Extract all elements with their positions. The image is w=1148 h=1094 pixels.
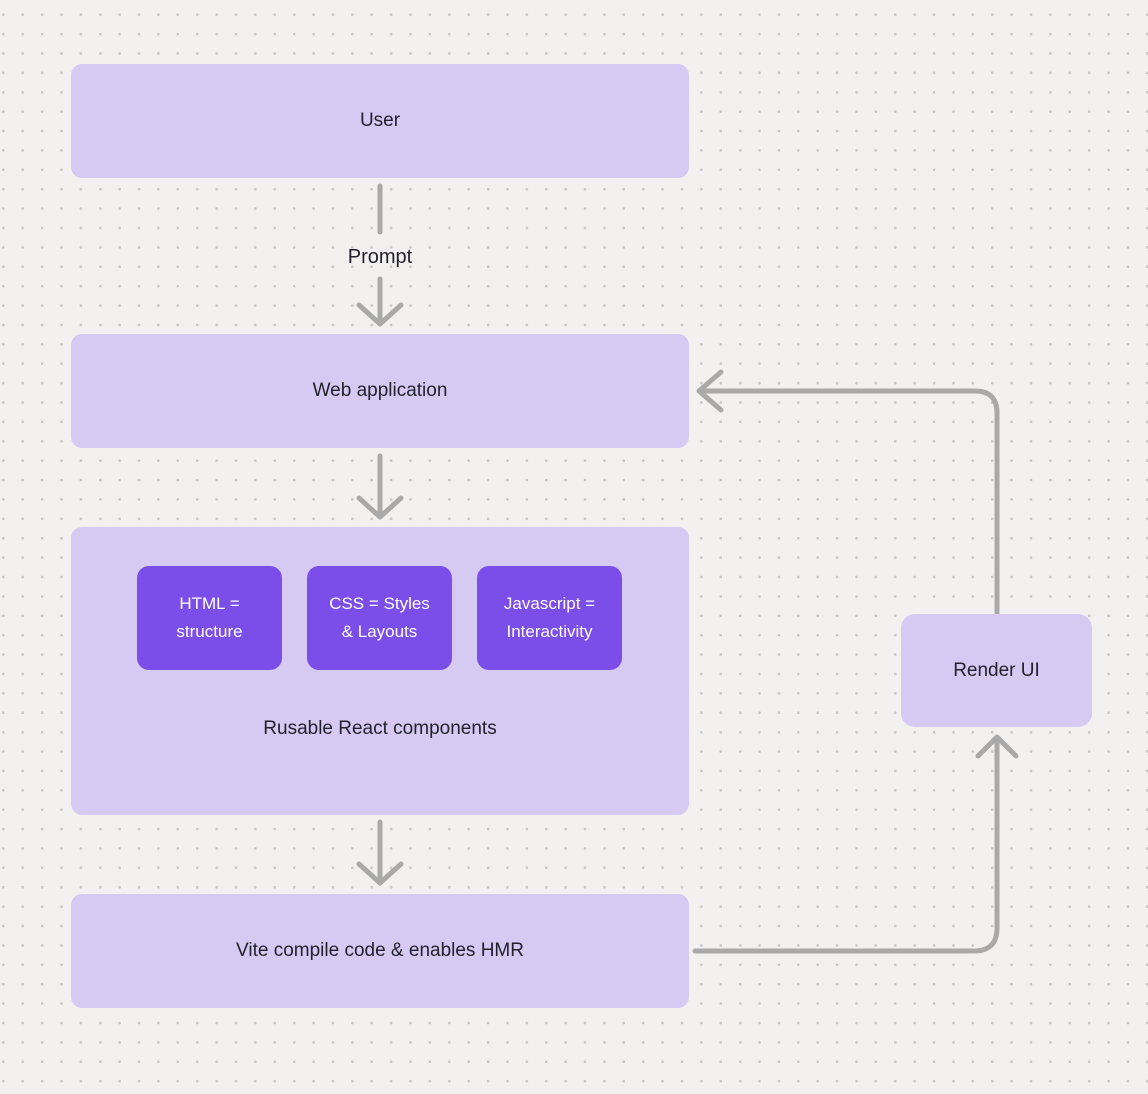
arrowhead-down-vite [356,861,404,886]
node-user-label: User [359,110,401,131]
node-user[interactable]: User [71,64,689,178]
card-html[interactable]: HTML = structure [137,566,282,670]
card-css-label: CSS = Styles & Layouts [329,594,430,641]
card-html-label: HTML = structure [176,594,243,641]
arrow-render-to-webapp [701,388,1000,616]
arrowhead-up-render [975,734,1019,759]
components-caption: Rusable React components [263,718,497,739]
node-web-application-label: Web application [312,380,448,401]
prompt-edge-label: Prompt [347,246,413,268]
node-components-group[interactable]: HTML = structure CSS = Styles & Layouts … [71,527,689,815]
arrowhead-down-webapp [356,302,404,327]
card-javascript-label: Javascript = Interactivity [503,594,596,641]
arrowhead-left-webapp [696,369,724,413]
arrow-vite-to-render [692,739,1000,954]
node-vite-label: Vite compile code & enables HMR [236,940,524,961]
node-web-application[interactable]: Web application [71,334,689,448]
node-render-ui[interactable]: Render UI [901,614,1092,727]
node-vite[interactable]: Vite compile code & enables HMR [71,894,689,1008]
arrowhead-down-components [356,495,404,520]
card-javascript[interactable]: Javascript = Interactivity [477,566,622,670]
components-row: HTML = structure CSS = Styles & Layouts … [137,566,622,670]
node-render-ui-label: Render UI [953,659,1040,681]
card-css[interactable]: CSS = Styles & Layouts [307,566,452,670]
